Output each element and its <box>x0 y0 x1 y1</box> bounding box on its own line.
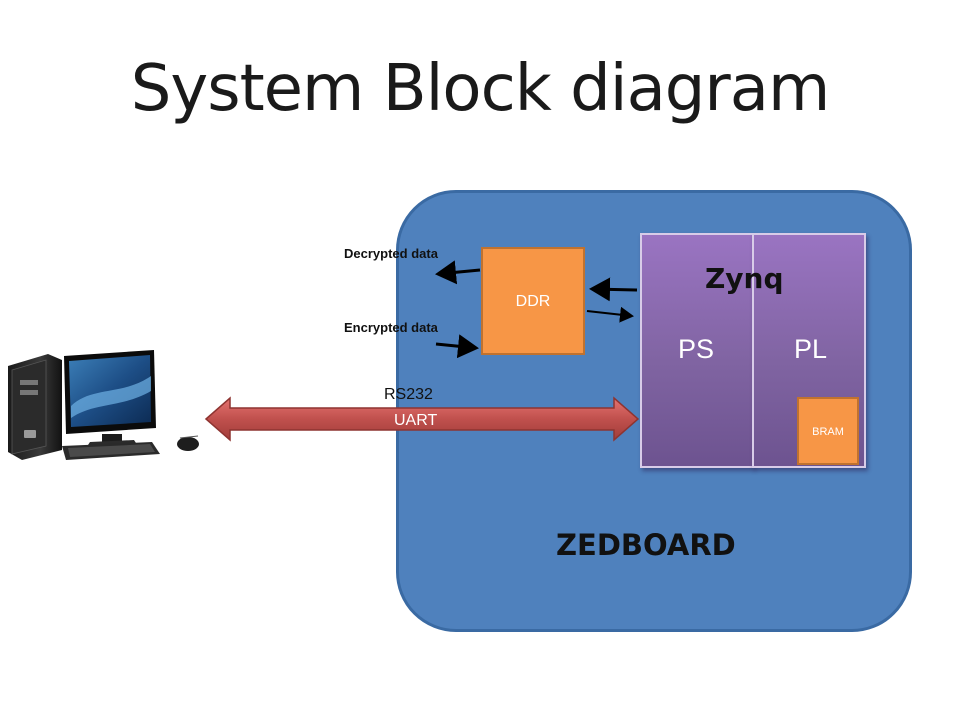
decrypted-data-label: Decrypted data <box>344 246 438 261</box>
encrypted-data-arrow <box>435 334 479 359</box>
ddr-to-ps-arrow <box>586 306 634 323</box>
ps-label: PS <box>678 334 715 364</box>
encrypted-data-label: Encrypted data <box>344 320 438 335</box>
ddr-block: DDR <box>481 247 585 355</box>
bram-block: BRAM <box>797 397 859 465</box>
rs232-label: RS232 <box>384 386 433 403</box>
page-title: System Block diagram <box>130 52 831 126</box>
pl-label: PL <box>794 334 828 364</box>
zedboard-label: ZEDBOARD <box>556 528 736 562</box>
desktop-computer-icon <box>8 350 199 460</box>
uart-link-arrow <box>204 396 640 442</box>
decrypted-data-arrow <box>435 260 481 285</box>
zynq-label: Zynq <box>705 262 784 295</box>
uart-label: UART <box>394 412 438 429</box>
ps-block <box>640 233 754 468</box>
ps-to-ddr-arrow <box>589 277 638 302</box>
